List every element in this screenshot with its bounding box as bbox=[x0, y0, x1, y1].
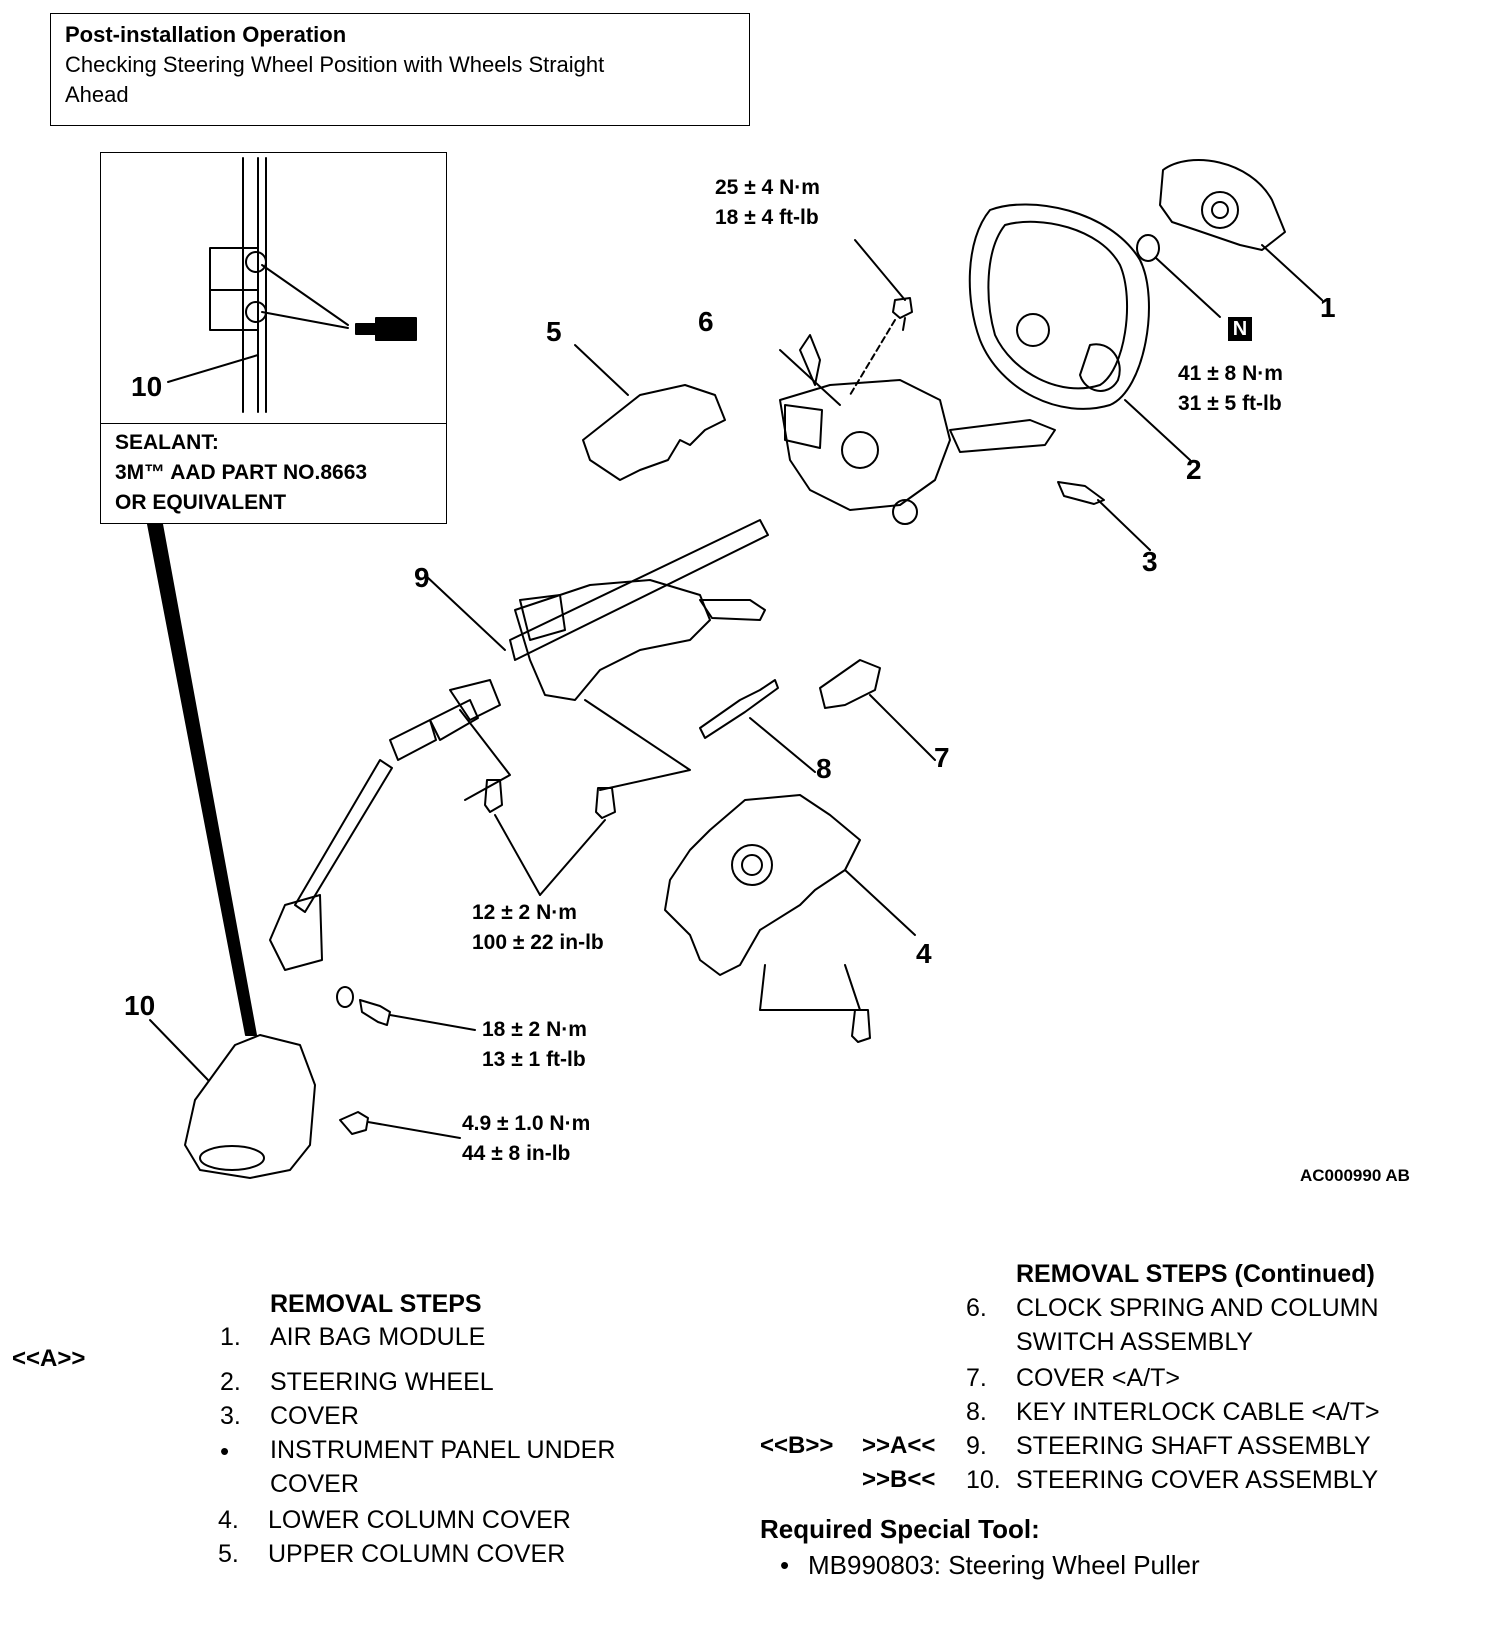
step-9-label: STEERING SHAFT ASSEMBLY bbox=[1016, 1432, 1371, 1460]
removal-mark-a: <<A>> bbox=[12, 1345, 86, 1372]
sealant-inset: 10 SEALANT: 3M™ AAD PART NO.8663 OR EQUI… bbox=[100, 152, 447, 524]
step-9-number: 9. bbox=[966, 1432, 987, 1460]
inset-shaft-drawing bbox=[167, 157, 349, 413]
callout-2: 2 bbox=[1186, 454, 1202, 485]
step-6-number: 6. bbox=[966, 1294, 987, 1322]
step-8-number: 8. bbox=[966, 1398, 987, 1426]
inset-divider bbox=[101, 423, 446, 424]
callout-1: 1 bbox=[1320, 292, 1336, 323]
step-4-label: LOWER COLUMN COVER bbox=[268, 1506, 571, 1534]
step-3-number: 3. bbox=[220, 1402, 241, 1430]
step-1-number: 1. bbox=[220, 1323, 241, 1351]
lower-column-cover-drawing bbox=[664, 794, 916, 1043]
nut-drawing bbox=[1136, 234, 1221, 318]
step-10-label: STEERING COVER ASSEMBLY bbox=[1016, 1466, 1379, 1494]
steering-shaft-drawing bbox=[269, 519, 769, 971]
step-3-label: COVER bbox=[270, 1402, 359, 1430]
torque-2-ft: 31 ± 5 ft-lb bbox=[1178, 392, 1282, 415]
callout-6: 6 bbox=[698, 306, 714, 337]
cover-3-drawing bbox=[1057, 481, 1151, 551]
removal-steps-continued-heading: REMOVAL STEPS (Continued) bbox=[1016, 1260, 1375, 1288]
torque-10a-nm: 18 ± 2 N·m bbox=[482, 1018, 587, 1041]
callout-5: 5 bbox=[546, 316, 562, 347]
step-7-label: COVER <A/T> bbox=[1016, 1364, 1180, 1392]
step-6-label: CLOCK SPRING AND COLUMN bbox=[1016, 1294, 1379, 1322]
special-tool-item: MB990803: Steering Wheel Puller bbox=[808, 1550, 1200, 1580]
callout-10: 10 bbox=[124, 990, 156, 1021]
torque-10b-nm: 4.9 ± 1.0 N·m bbox=[462, 1112, 591, 1135]
step-5-number: 5. bbox=[218, 1540, 239, 1568]
step-2-number: 2. bbox=[220, 1368, 241, 1396]
inset-callout-10: 10 bbox=[131, 371, 163, 402]
callout-7: 7 bbox=[934, 742, 950, 773]
inset-pointer bbox=[147, 523, 257, 1036]
post-installation-box: Post-installation Operation Checking Ste… bbox=[50, 13, 750, 126]
post-installation-line1: Checking Steering Wheel Position with Wh… bbox=[65, 52, 605, 77]
step-8-label: KEY INTERLOCK CABLE <A/T> bbox=[1016, 1398, 1380, 1426]
removal-steps-heading: REMOVAL STEPS bbox=[270, 1290, 482, 1318]
special-tool-heading: Required Special Tool: bbox=[760, 1514, 1040, 1544]
post-installation-title: Post-installation Operation bbox=[65, 22, 347, 47]
steering-cover-drawing bbox=[149, 1019, 316, 1179]
step-10-number: 10. bbox=[966, 1466, 1001, 1494]
torque-9-in: 100 ± 22 in-lb bbox=[472, 931, 604, 954]
torque-9-nm: 12 ± 2 N·m bbox=[472, 901, 577, 924]
sealant-label: SEALANT: bbox=[115, 431, 219, 454]
torque-10b-in: 44 ± 8 in-lb bbox=[462, 1142, 571, 1165]
special-tool-bullet: • bbox=[780, 1550, 790, 1580]
step-6-label-cont: SWITCH ASSEMBLY bbox=[1016, 1328, 1254, 1356]
key-interlock-cable-drawing bbox=[699, 679, 816, 773]
torque-6-nm: 25 ± 4 N·m bbox=[715, 176, 820, 199]
step-bullet-label-cont: COVER bbox=[270, 1470, 359, 1498]
air-bag-module-drawing bbox=[1159, 159, 1323, 301]
step-bullet-marker: • bbox=[220, 1436, 230, 1466]
callout-3: 3 bbox=[1142, 546, 1158, 577]
sealant-tube-drawing bbox=[355, 317, 417, 341]
step-9-mark-b: <<B>> bbox=[760, 1432, 834, 1459]
shaft-bolts-drawing bbox=[484, 779, 616, 896]
step-7-number: 7. bbox=[966, 1364, 987, 1392]
callout-9: 9 bbox=[414, 562, 430, 593]
torque-6-ft: 18 ± 4 ft-lb bbox=[715, 206, 819, 229]
clock-spring-drawing bbox=[779, 239, 1056, 525]
torque-2-nm: 41 ± 8 N·m bbox=[1178, 362, 1283, 385]
sealant-part-number: 3M™ AAD PART NO.8663 bbox=[115, 461, 368, 484]
callout-8: 8 bbox=[816, 753, 832, 784]
bolt-4-9nm-drawing bbox=[339, 1111, 461, 1139]
step-10-mark-b: >>B<< bbox=[862, 1466, 936, 1493]
bolt-18nm-drawing bbox=[336, 986, 476, 1031]
cover-7-drawing bbox=[819, 659, 936, 761]
step-1-label: AIR BAG MODULE bbox=[270, 1323, 486, 1351]
step-5-label: UPPER COLUMN COVER bbox=[268, 1540, 566, 1568]
step-2-label: STEERING WHEEL bbox=[270, 1368, 494, 1396]
n-badge: N bbox=[1228, 317, 1252, 341]
sealant-equivalent: OR EQUIVALENT bbox=[115, 491, 287, 514]
step-9-mark-a: >>A<< bbox=[862, 1432, 936, 1459]
torque-10a-ft: 13 ± 1 ft-lb bbox=[482, 1048, 586, 1071]
steering-wheel-drawing bbox=[968, 203, 1191, 461]
figure-code: AC000990 AB bbox=[1300, 1166, 1410, 1185]
callout-4: 4 bbox=[916, 938, 932, 969]
step-4-number: 4. bbox=[218, 1506, 239, 1534]
step-bullet-label: INSTRUMENT PANEL UNDER bbox=[270, 1436, 616, 1464]
post-installation-line2: Ahead bbox=[65, 82, 129, 107]
upper-column-cover-drawing bbox=[574, 344, 726, 481]
